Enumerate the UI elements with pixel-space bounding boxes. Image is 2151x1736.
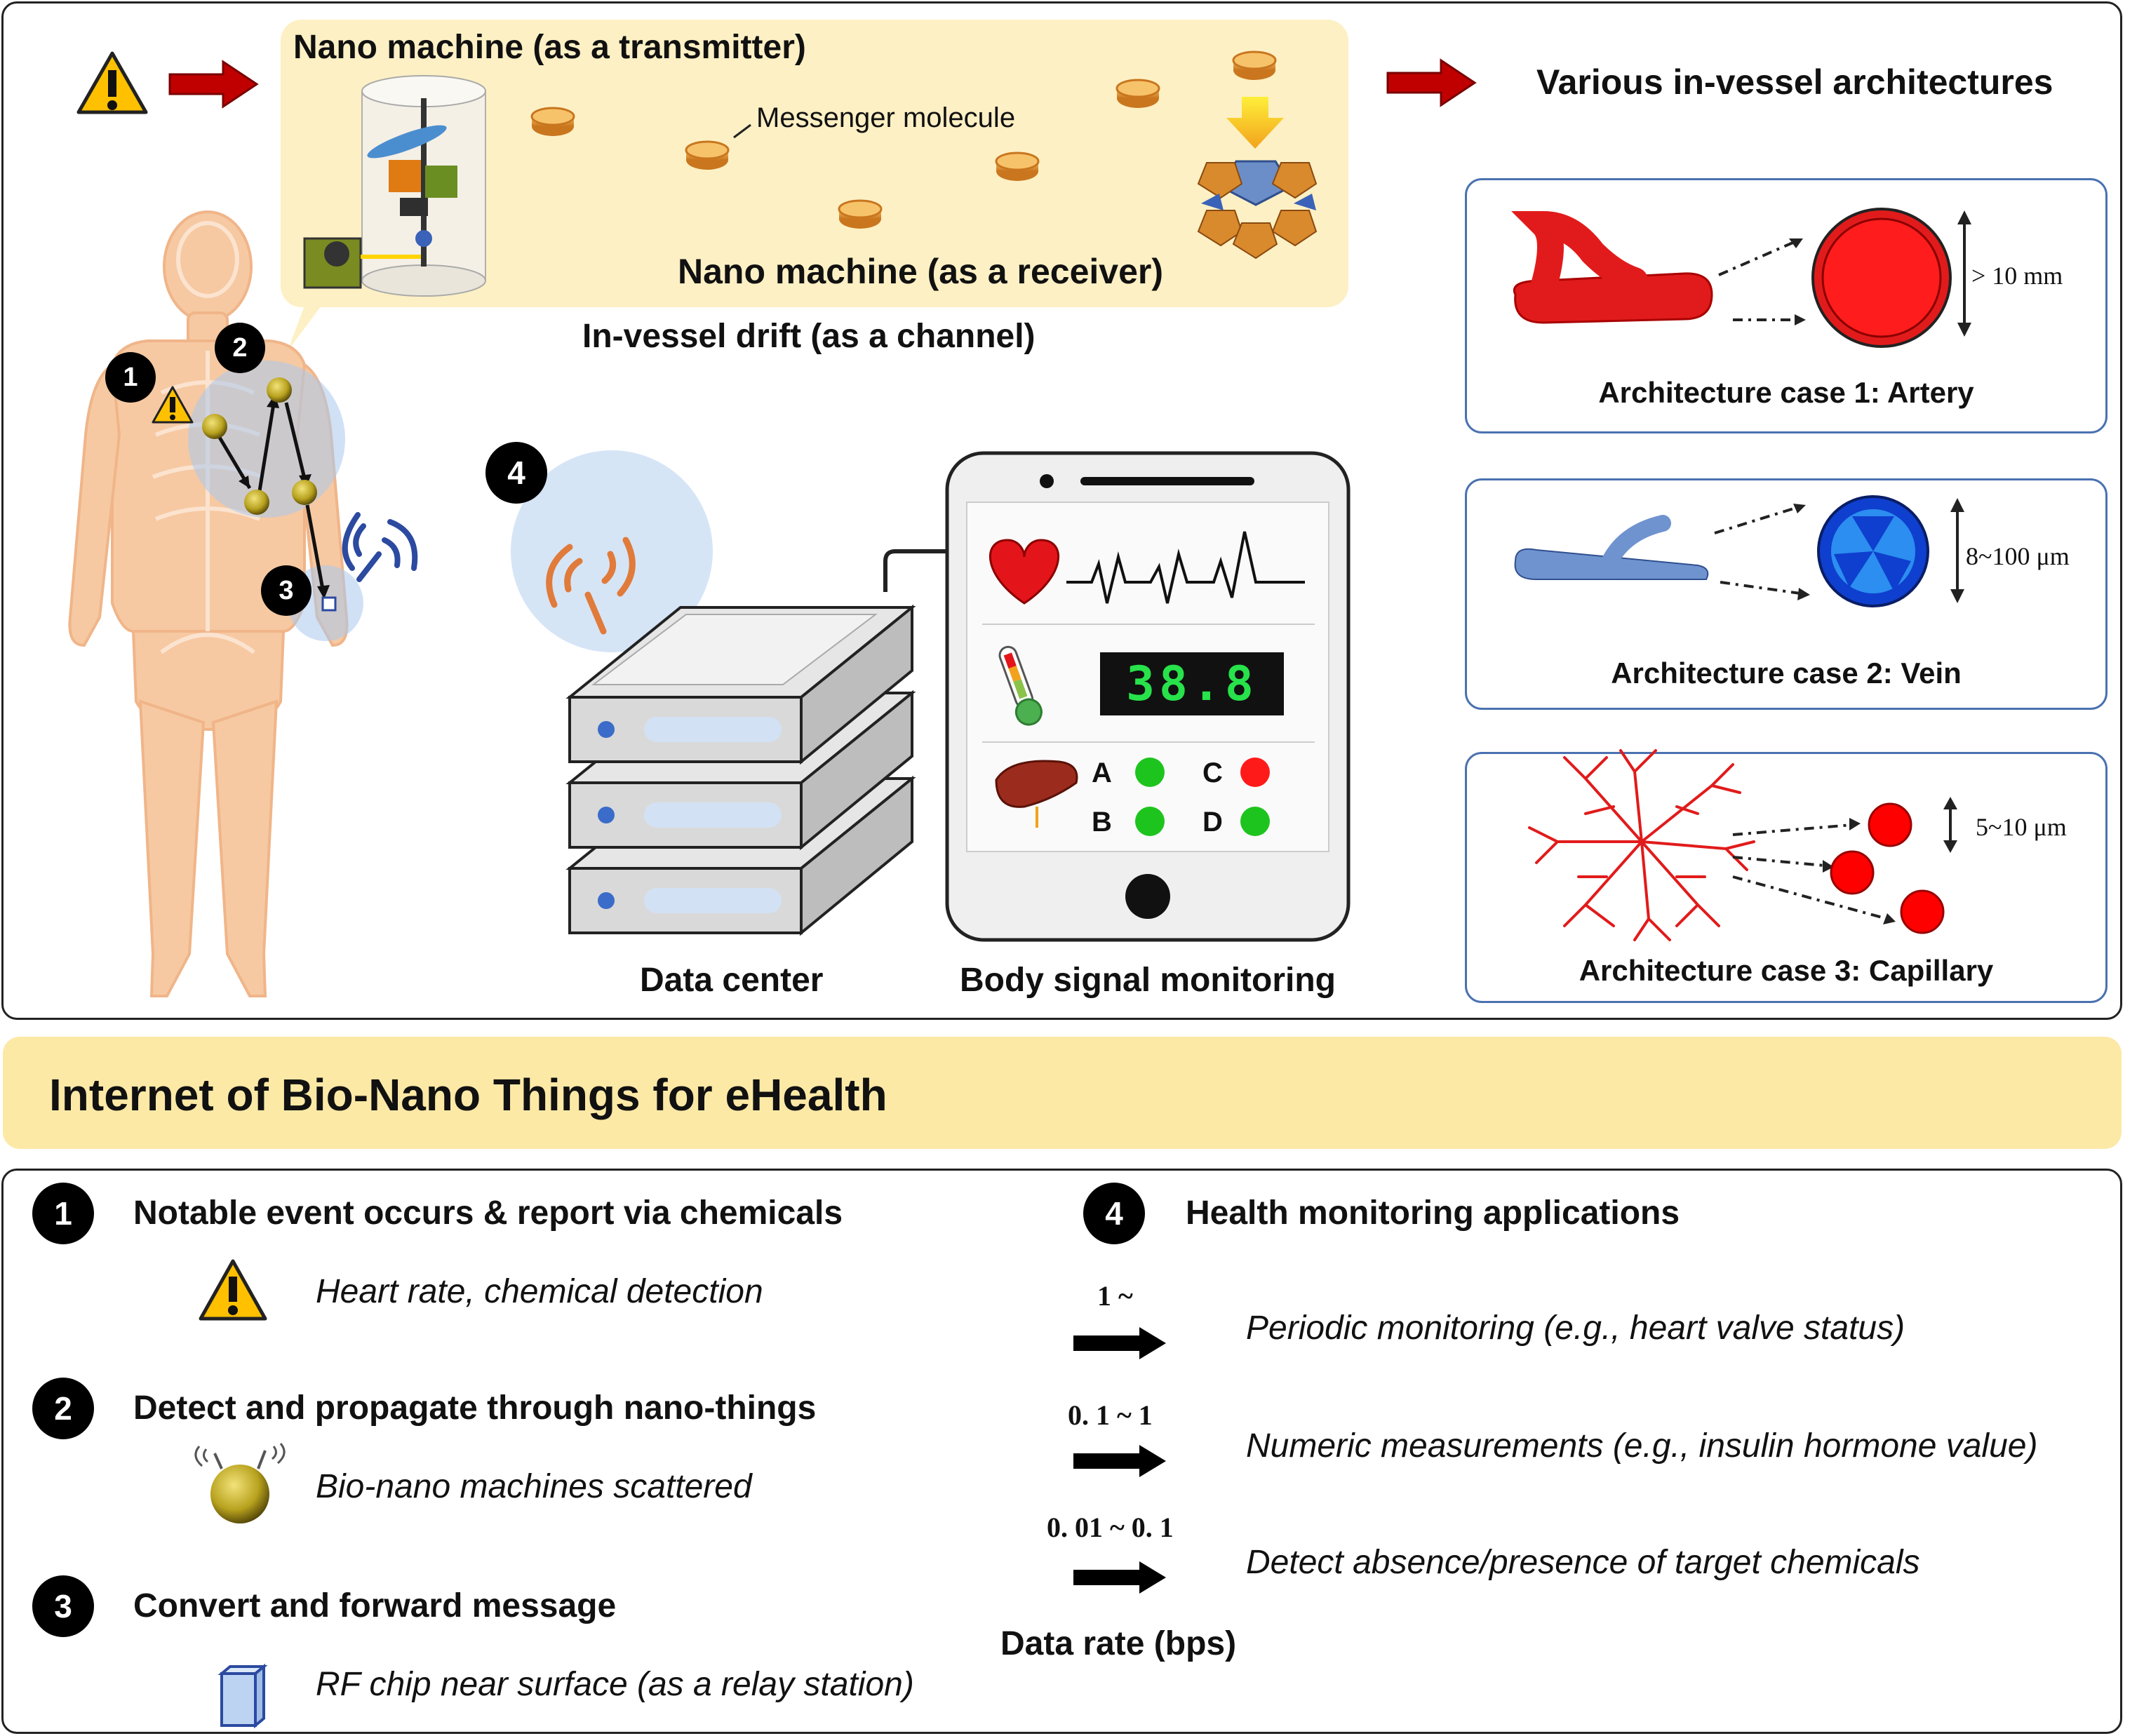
- receiver-machine-icon: [1197, 160, 1318, 260]
- yellow-down-arrow-icon: [1226, 97, 1284, 149]
- architecture-caption-artery: Architecture case 1: Artery: [1598, 376, 1974, 409]
- channel-label: In-vessel drift (as a channel): [582, 318, 1036, 355]
- architecture-caption-capillary: Architecture case 3: Capillary: [1579, 954, 1994, 987]
- thermometer-icon: [998, 645, 1043, 726]
- rate-value-3: 0. 01 ~ 0. 1: [1047, 1512, 1174, 1543]
- legend-step-1-title: Notable event occurs & report via chemic…: [133, 1195, 843, 1232]
- body-marker-1: 1: [105, 352, 156, 403]
- legend-marker-4: 4: [1083, 1183, 1145, 1244]
- receiver-title: Nano machine (as a receiver): [678, 252, 1163, 291]
- wireless-signal-icon-body: [342, 512, 418, 582]
- architecture-box-vein: [1465, 478, 2108, 710]
- bubble-tail: [288, 295, 330, 351]
- messenger-label: Messenger molecule: [756, 102, 1016, 133]
- rate-application-3: Detect absence/presence of target chemic…: [1246, 1544, 1920, 1581]
- transmitter-machine-icon: [303, 75, 486, 297]
- capillary-network-icon: [1528, 749, 1755, 941]
- legend-marker-1: 1: [32, 1183, 94, 1244]
- organ-label-d: D: [1202, 807, 1223, 837]
- architectures-title: Various in-vessel architectures: [1536, 62, 2053, 102]
- architecture-caption-vein: Architecture case 2: Vein: [1611, 657, 1962, 689]
- monitoring-label: Body signal monitoring: [960, 962, 1336, 999]
- organ-status-c: [1240, 758, 1270, 787]
- transmitter-title: Nano machine (as a transmitter): [293, 29, 806, 66]
- body-marker-3: 3: [261, 565, 311, 616]
- architecture-size-capillary: 5~10 μm: [1976, 813, 2067, 841]
- title-banner: [3, 1037, 2122, 1149]
- legend-step-1-detail: Heart rate, chemical detection: [316, 1273, 763, 1310]
- rate-axis-label: Data rate (bps): [1000, 1625, 1237, 1662]
- vein-vessel-icon: [1514, 495, 1964, 607]
- architecture-size-vein: 8~100 μm: [1966, 542, 2070, 570]
- temperature-reading: 38.8: [1126, 657, 1258, 712]
- legend-marker-2: 2: [32, 1378, 94, 1439]
- messenger-molecule-icons: [530, 51, 1277, 229]
- lcd-display: [1100, 652, 1284, 715]
- organ-label-c: C: [1202, 758, 1223, 788]
- warning-icon-top: [76, 51, 148, 114]
- rate-application-2: Numeric measurements (e.g., insulin horm…: [1246, 1427, 2038, 1465]
- heart-icon: [989, 539, 1059, 605]
- legend-step-2-title: Detect and propagate through nano-things: [133, 1390, 817, 1427]
- red-arrow-icon-1: [168, 60, 259, 109]
- banner-title: Internet of Bio-Nano Things for eHealth: [49, 1070, 887, 1120]
- rate-value-2: 0. 1 ~ 1: [1068, 1399, 1153, 1431]
- organ-label-a: A: [1092, 758, 1112, 788]
- liver-icon: [995, 760, 1078, 808]
- organ-status-b: [1135, 807, 1165, 836]
- legend-marker-3: 3: [32, 1575, 94, 1637]
- warning-icon-chest: [152, 386, 194, 424]
- wireless-signal-icon-datacenter: [546, 537, 636, 635]
- capillary-cells: [1732, 797, 1957, 934]
- organ-label-b: B: [1092, 807, 1112, 837]
- organ-status-d: [1240, 807, 1270, 836]
- artery-vessel-icon: [1511, 208, 1971, 348]
- legend-step-3-title: Convert and forward message: [133, 1587, 617, 1624]
- rate-application-1: Periodic monitoring (e.g., heart valve s…: [1246, 1310, 1905, 1347]
- organ-status-a: [1135, 758, 1165, 787]
- rate-value-1: 1 ~: [1097, 1280, 1133, 1312]
- cable: [883, 549, 961, 592]
- data-center-servers-icon: [565, 604, 916, 936]
- legend-panel: [1, 1169, 2122, 1734]
- monitoring-phone-icon: [945, 451, 1351, 942]
- nano-thing-network: [202, 377, 337, 612]
- top-illustration: [68, 51, 1971, 997]
- legend-step-3-detail: RF chip near surface (as a relay station…: [316, 1666, 914, 1703]
- data-center-label: Data center: [640, 962, 824, 999]
- body-marker-2: 2: [215, 323, 265, 373]
- architecture-size-artery: > 10 mm: [1971, 262, 2063, 290]
- step4-marker: 4: [485, 442, 547, 504]
- ecg-waveform: [1066, 531, 1305, 604]
- legend-step-4-title: Health monitoring applications: [1186, 1195, 1680, 1232]
- architecture-box-capillary: [1465, 752, 2108, 1003]
- red-arrow-icon-2: [1386, 58, 1477, 107]
- legend-step-2-detail: Bio-nano machines scattered: [316, 1468, 752, 1505]
